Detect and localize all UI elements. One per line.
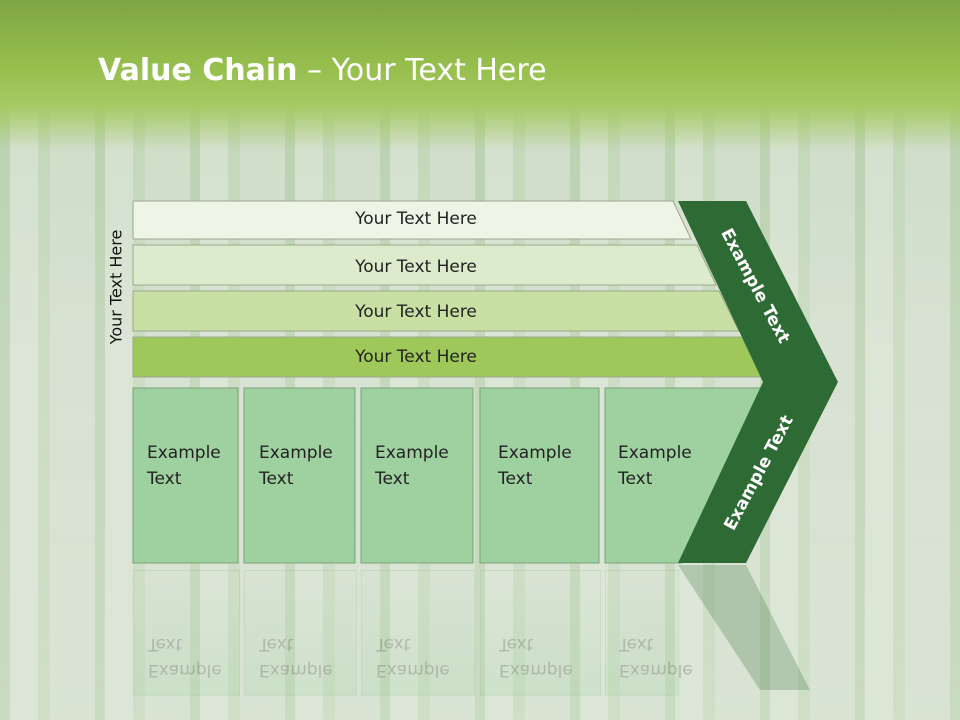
title-rest: – Your Text Here xyxy=(297,53,547,88)
bar-1 xyxy=(132,200,692,240)
box-2-line2: Text xyxy=(259,469,294,489)
bar-2-label: Your Text Here xyxy=(355,257,477,277)
box-4 xyxy=(479,387,600,564)
bar-2 xyxy=(132,244,717,286)
header-band xyxy=(0,0,960,150)
bar-3 xyxy=(132,290,740,332)
chevron-reflection xyxy=(678,565,810,690)
box-2-line1: Example xyxy=(259,443,333,463)
box-1 xyxy=(132,387,239,564)
box-4-line1: Example xyxy=(498,443,572,463)
box-1-line2: Text xyxy=(147,469,182,489)
box-3-line1: Example xyxy=(375,443,449,463)
box-4-line2: Text xyxy=(498,469,533,489)
box-2 xyxy=(243,387,356,564)
box-5-line1: Example xyxy=(618,443,692,463)
box-5-line2: Text xyxy=(618,469,653,489)
chevron-arrow xyxy=(678,201,838,563)
box-3 xyxy=(360,387,474,564)
bar-3-label: Your Text Here xyxy=(355,302,477,322)
page-title: Value Chain – Your Text Here xyxy=(98,53,547,88)
box-3-line2: Text xyxy=(375,469,410,489)
title-bold: Value Chain xyxy=(98,53,298,88)
bar-1-label: Your Text Here xyxy=(355,209,477,229)
bar-4-label: Your Text Here xyxy=(355,347,477,367)
box-1-line1: Example xyxy=(147,443,221,463)
